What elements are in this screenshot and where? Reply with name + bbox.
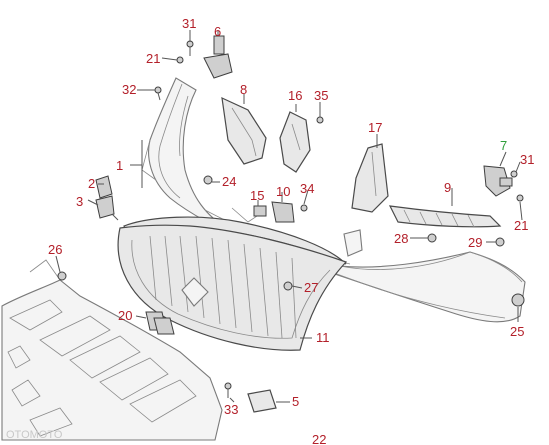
part-7-bracket: [483, 165, 513, 197]
part-17-bracket: [351, 143, 389, 213]
part-9-support: [388, 205, 502, 228]
part-labels: 31 6 21 32 8 16 35 17 7 31 1 2 24 9 10 3…: [48, 16, 534, 445]
label-31-top: 31: [182, 16, 196, 31]
label-15: 15: [250, 188, 264, 203]
label-27: 27: [304, 280, 318, 295]
watermark: OTOMOTO: [6, 429, 63, 441]
part-8-bracket: [221, 96, 267, 165]
part-20-clips: [145, 311, 175, 335]
label-20: 20: [118, 308, 132, 323]
label-25: 25: [510, 324, 524, 339]
label-5: 5: [292, 394, 299, 409]
part-10-bracket: [271, 201, 295, 223]
label-3: 3: [76, 194, 83, 209]
label-26: 26: [48, 242, 62, 257]
label-22: 22: [312, 432, 326, 445]
label-28: 28: [394, 231, 408, 246]
label-35: 35: [314, 88, 328, 103]
label-8: 8: [240, 82, 247, 97]
label-34: 34: [300, 181, 314, 196]
label-29: 29: [468, 235, 482, 250]
part-2-clip: [95, 175, 113, 199]
part-6-bracket: [203, 35, 233, 79]
label-33: 33: [224, 402, 238, 417]
fasteners: [57, 40, 525, 398]
part-16-bracket: [279, 111, 311, 173]
label-17: 17: [368, 120, 382, 135]
part-15-clip: [253, 205, 267, 217]
label-16: 16: [288, 88, 302, 103]
front-grille: [117, 216, 363, 351]
part-3-sensor: [95, 195, 119, 221]
label-24: 24: [222, 174, 236, 189]
lower-reinforcement: [1, 259, 223, 441]
label-6: 6: [214, 24, 221, 39]
label-11: 11: [316, 330, 330, 345]
label-31-right: 31: [520, 152, 534, 167]
label-1: 1: [116, 158, 123, 173]
part-5-block: [247, 389, 277, 413]
label-9: 9: [444, 180, 451, 195]
label-2: 2: [88, 176, 95, 191]
label-21-right: 21: [514, 218, 528, 233]
label-32: 32: [122, 82, 136, 97]
label-10: 10: [276, 184, 290, 199]
leader-lines: [55, 30, 523, 403]
label-21-left: 21: [146, 51, 160, 66]
label-7: 7: [500, 138, 507, 153]
